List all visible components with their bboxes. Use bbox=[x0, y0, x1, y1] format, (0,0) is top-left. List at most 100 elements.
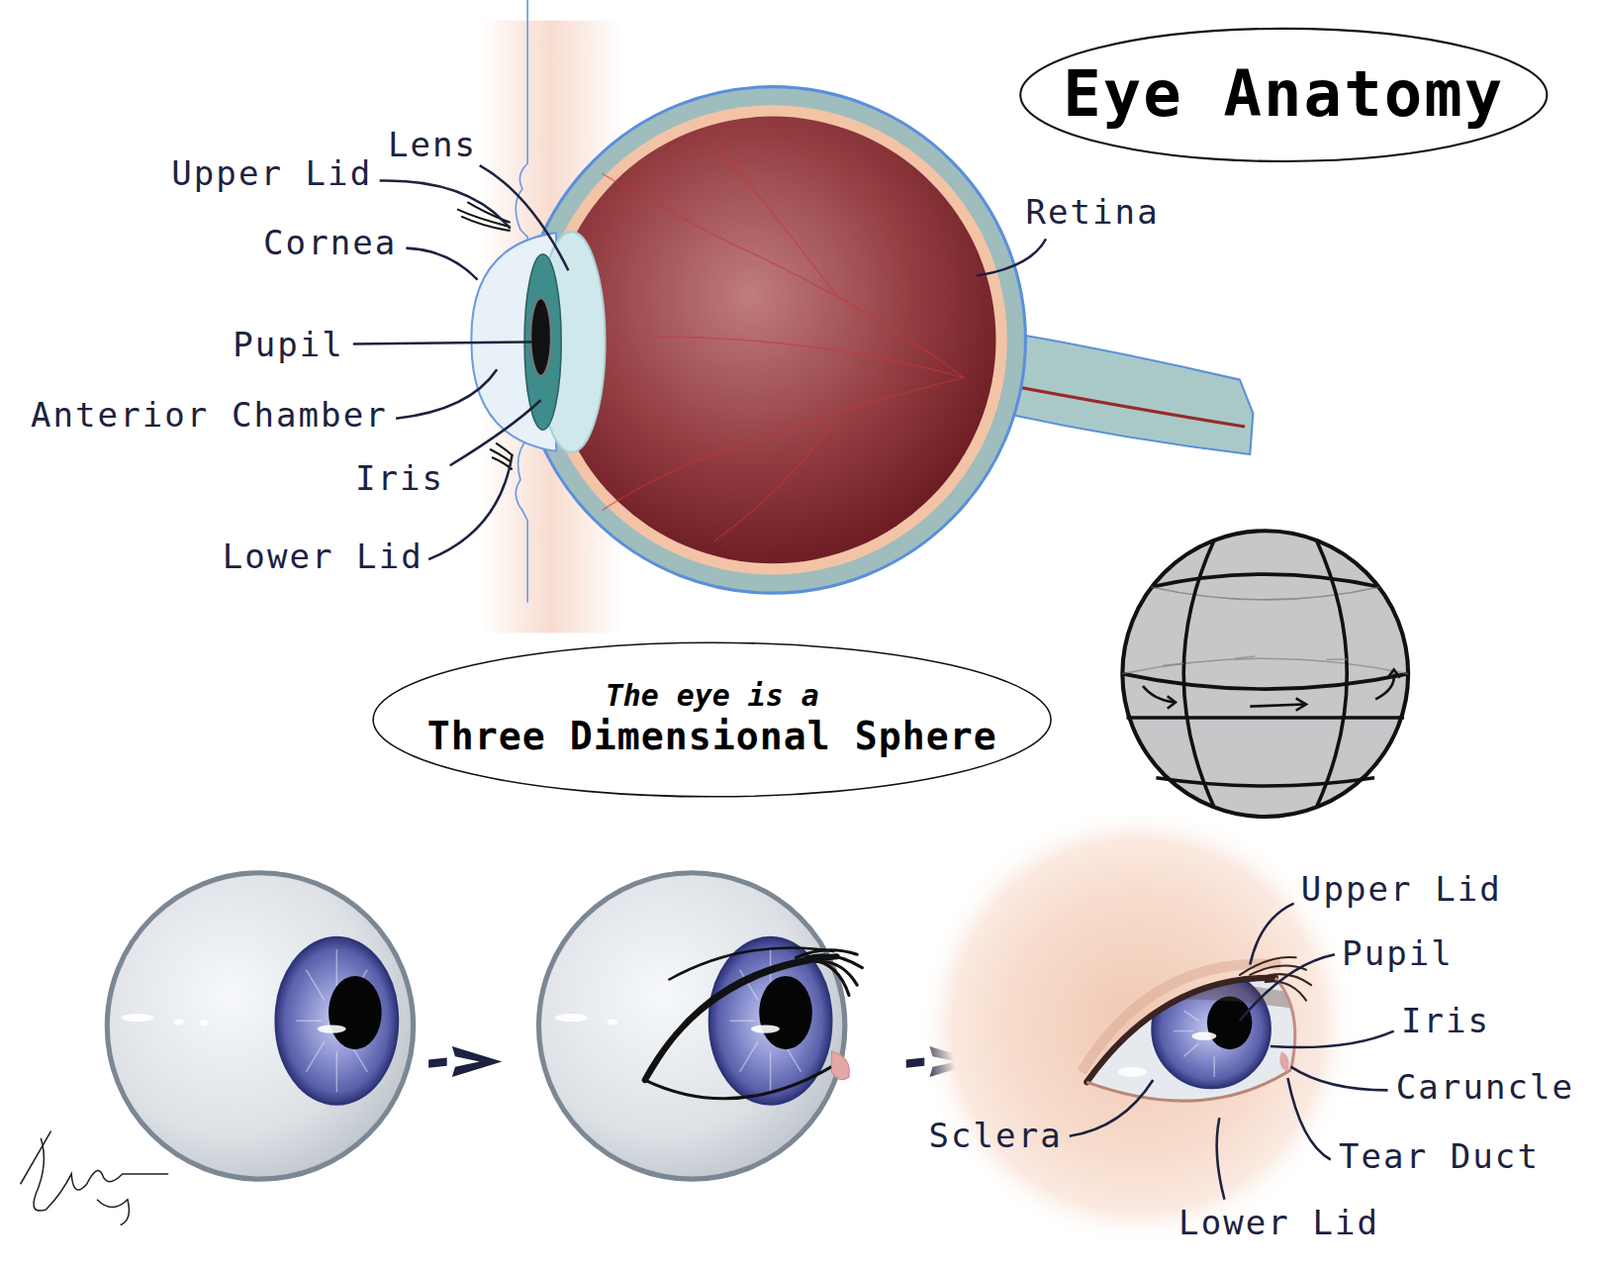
eyeball-2 bbox=[769, 1050, 772, 1092]
grid-sphere bbox=[1326, 658, 1348, 660]
eyeball-2 bbox=[831, 1050, 849, 1079]
leader-lines bbox=[405, 248, 477, 281]
part-label: Lower Lid bbox=[1178, 1203, 1380, 1242]
grid-sphere bbox=[1234, 656, 1256, 659]
sclera-wall bbox=[519, 87, 1027, 594]
realistic-eye bbox=[1265, 980, 1307, 1000]
part-label: Lens bbox=[387, 125, 477, 165]
part-label: Pupil bbox=[232, 325, 345, 365]
eyeball-1 bbox=[336, 948, 339, 990]
leader-lines bbox=[450, 399, 542, 466]
eyelashes bbox=[467, 201, 510, 223]
grid-sphere bbox=[1127, 715, 1406, 720]
eyeball-1 bbox=[121, 1013, 155, 1022]
grid-sphere bbox=[1249, 704, 1305, 707]
leader-lines bbox=[1249, 903, 1294, 965]
leader-lines bbox=[1291, 1066, 1389, 1091]
grid-sphere bbox=[1122, 658, 1409, 673]
step-arrow bbox=[428, 1056, 448, 1067]
signature bbox=[20, 1130, 170, 1225]
realistic-eye bbox=[1213, 1055, 1216, 1077]
eyeball-2 bbox=[795, 949, 862, 996]
realistic-eye bbox=[1207, 996, 1252, 1050]
eyeball-2 bbox=[729, 1019, 755, 1022]
realistic-eye bbox=[1239, 956, 1297, 975]
eyeball-2 bbox=[740, 1040, 759, 1072]
eyeball-1 bbox=[295, 1019, 322, 1022]
realistic-eye bbox=[1183, 1042, 1199, 1056]
retina-layer bbox=[537, 104, 1007, 574]
step-arrow bbox=[428, 1045, 502, 1077]
eyeball-1 bbox=[106, 872, 413, 1179]
eyeball-1 bbox=[328, 975, 382, 1049]
eyeball-2 bbox=[645, 955, 838, 1080]
eyeball-1 bbox=[275, 937, 398, 1105]
grid-sphere bbox=[1155, 777, 1375, 786]
realistic-eye bbox=[918, 806, 1357, 1245]
grid-sphere bbox=[1142, 685, 1174, 703]
grid-sphere bbox=[1150, 586, 1380, 600]
eyeball-2 bbox=[758, 975, 813, 1049]
eyeball-1 bbox=[106, 872, 413, 1179]
leader-lines bbox=[976, 238, 1046, 276]
note-ellipse bbox=[373, 642, 1051, 797]
realistic-eye bbox=[1086, 1069, 1291, 1101]
vitreous-body bbox=[549, 116, 997, 565]
grid-sphere bbox=[1167, 695, 1176, 708]
grid-sphere bbox=[1122, 673, 1409, 689]
grid-sphere bbox=[1183, 540, 1215, 808]
note-heading: Three Dimensional Sphere bbox=[427, 713, 998, 761]
part-label: Pupil bbox=[1341, 934, 1454, 973]
eyeball-2 bbox=[811, 958, 849, 995]
eyelashes bbox=[495, 443, 513, 456]
realistic-eye bbox=[1279, 1050, 1289, 1072]
ellipse-note: The eye is aThree Dimensional Sphere bbox=[371, 641, 1054, 799]
grid-sphere bbox=[1150, 573, 1380, 587]
leader-lines bbox=[1270, 1031, 1395, 1048]
eyeball-2 bbox=[795, 949, 857, 958]
realistic-eye bbox=[1192, 1032, 1218, 1040]
leader-lines bbox=[353, 165, 1395, 1200]
grid-sphere bbox=[1388, 669, 1401, 678]
part-label: Cornea bbox=[263, 223, 397, 263]
blood-vessels bbox=[601, 377, 964, 511]
eyeball-2 bbox=[555, 1013, 588, 1022]
blood-vessels bbox=[714, 142, 838, 296]
step-arrow bbox=[452, 1045, 503, 1077]
part-label: Retina bbox=[1025, 192, 1159, 232]
realistic-eye bbox=[1183, 1010, 1199, 1021]
grid-sphere bbox=[1122, 530, 1409, 817]
eyeball-2 bbox=[645, 1066, 833, 1099]
eyeball-1 bbox=[336, 1050, 339, 1092]
grid-sphere bbox=[1163, 656, 1348, 665]
leader-lines bbox=[1069, 1079, 1154, 1136]
note-lead: The eye is a bbox=[605, 677, 820, 714]
blood-vessels bbox=[601, 142, 964, 541]
leader-lines bbox=[379, 180, 511, 229]
eyeball-1 bbox=[317, 1024, 347, 1033]
eyeball-2 bbox=[751, 1024, 780, 1033]
part-label: Lower Lid bbox=[222, 538, 424, 577]
realistic-eye bbox=[918, 806, 1357, 1245]
leader-lines bbox=[1239, 953, 1335, 1021]
eyeball-2 bbox=[539, 872, 846, 1179]
grid-sphere bbox=[1122, 530, 1409, 817]
blood-vessels bbox=[714, 418, 838, 542]
leader-lines bbox=[479, 165, 569, 271]
grid-sphere bbox=[1163, 662, 1185, 665]
blood-vessels bbox=[601, 173, 964, 377]
leader-lines bbox=[353, 341, 534, 344]
eyeball-1 bbox=[173, 1018, 184, 1025]
part-label: Sclera bbox=[928, 1116, 1062, 1155]
grid-sphere bbox=[1316, 540, 1347, 808]
title: Eye Anatomy bbox=[1062, 60, 1505, 130]
part-label: Tear Duct bbox=[1338, 1136, 1540, 1176]
part-label: Upper Lid bbox=[171, 154, 373, 193]
eyeball-1 bbox=[305, 1040, 325, 1072]
leader-lines bbox=[1217, 1117, 1225, 1200]
grid-sphere bbox=[1296, 697, 1307, 710]
leader-lines bbox=[1287, 1077, 1330, 1160]
realistic-eye bbox=[1086, 977, 1276, 1082]
grid-sphere bbox=[1142, 669, 1401, 711]
